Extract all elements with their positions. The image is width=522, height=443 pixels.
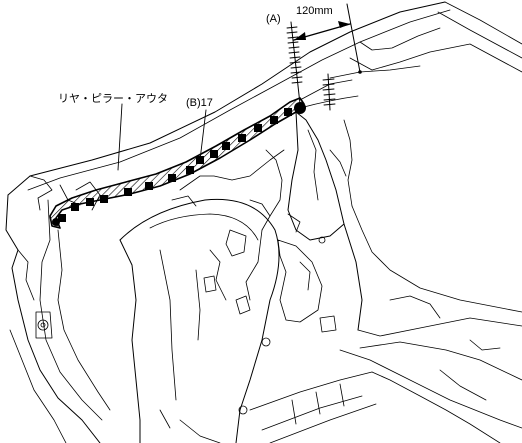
leader-line-sealer-code bbox=[199, 109, 207, 161]
dimension-line-120mm bbox=[293, 3, 362, 74]
leader-line-part-name bbox=[117, 103, 123, 171]
dimension-marker-a bbox=[286, 21, 303, 105]
point-a-label: (A) bbox=[266, 13, 281, 25]
sealer-code-label: (B)17 bbox=[186, 97, 213, 109]
sealer-end-point bbox=[294, 102, 306, 114]
wheel-house-outline bbox=[119, 149, 285, 443]
part-name-label: リヤ・ピラー・アウタ bbox=[58, 92, 168, 105]
distance-label: 120mm bbox=[296, 5, 333, 17]
sealer-start-point bbox=[52, 218, 60, 226]
spot-weld-marks bbox=[58, 108, 292, 222]
roof-rail-outline bbox=[7, 1, 522, 196]
dimension-marker-b bbox=[322, 73, 336, 111]
floor-outline bbox=[159, 205, 522, 443]
side-panel-outline bbox=[5, 175, 111, 443]
sealer-bead bbox=[49, 97, 306, 229]
inner-pillar-outline bbox=[245, 111, 363, 333]
